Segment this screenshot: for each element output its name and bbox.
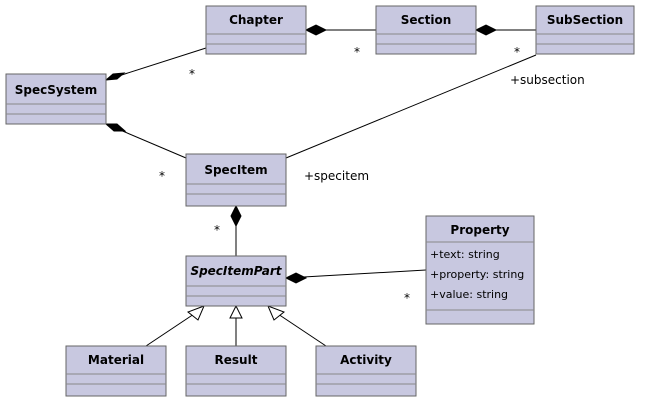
class-name: Result xyxy=(215,353,258,367)
triangle-result-gen xyxy=(229,304,243,319)
property-attribute-property: +property: string xyxy=(430,268,524,281)
diamond-specitem-specitempart xyxy=(230,204,242,228)
class-box xyxy=(65,345,167,397)
class-name: SpecItem xyxy=(204,163,267,177)
role-specitem: +specitem xyxy=(304,169,369,183)
relation-labels: * * * * +subsection +specitem * * xyxy=(159,45,585,305)
class-box xyxy=(425,215,535,325)
class-name: SpecItemPart xyxy=(190,264,282,278)
class-result[interactable]: Result xyxy=(185,345,287,397)
diamond-specsystem-specitem xyxy=(104,123,127,132)
class-section[interactable]: Section xyxy=(375,5,477,55)
class-activity[interactable]: Activity xyxy=(315,345,417,397)
triangle-material-gen xyxy=(187,305,205,321)
composition-diamonds xyxy=(104,24,498,284)
class-box xyxy=(185,153,287,207)
diamond-specitempart-property xyxy=(284,272,308,284)
class-specitem[interactable]: SpecItem xyxy=(185,153,287,207)
mult-specsystem-chapter: * xyxy=(189,67,195,81)
diamond-chapter-section xyxy=(304,24,328,36)
class-box xyxy=(185,255,287,307)
edge-specitem-subsection xyxy=(285,54,537,159)
diamond-section-subsection xyxy=(474,24,498,36)
class-box xyxy=(185,345,287,397)
generalization-arrows xyxy=(187,304,285,321)
class-material[interactable]: Material xyxy=(65,345,167,397)
class-chapter[interactable]: Chapter xyxy=(205,5,307,55)
class-name: Section xyxy=(401,13,452,27)
class-specsystem[interactable]: SpecSystem xyxy=(5,73,107,125)
edge-specitempart-property xyxy=(285,269,427,279)
class-name: SubSection xyxy=(547,13,623,27)
mult-specitempart-property: * xyxy=(404,291,410,305)
class-subsection[interactable]: SubSection xyxy=(535,5,635,55)
class-box xyxy=(315,345,417,397)
property-attribute-text: +text: string xyxy=(430,248,500,261)
mult-chapter-section: * xyxy=(354,45,360,59)
class-specitempart[interactable]: SpecItemPart xyxy=(185,255,287,307)
class-name: Activity xyxy=(340,353,392,367)
mult-specsystem-specitem: * xyxy=(159,169,165,183)
mult-section-subsection: * xyxy=(514,45,520,59)
property-attribute-value: +value: string xyxy=(430,288,508,301)
diamond-specsystem-chapter xyxy=(104,72,126,81)
role-subsection: +subsection xyxy=(510,73,585,87)
class-property[interactable]: Property +text: string +property: string… xyxy=(425,215,535,325)
class-box xyxy=(5,73,107,125)
class-box xyxy=(375,5,477,55)
edge-material-gen xyxy=(145,313,195,347)
edge-activity-gen xyxy=(277,313,327,347)
class-name: Property xyxy=(450,223,509,237)
class-box xyxy=(205,5,307,55)
triangle-activity-gen xyxy=(267,305,285,321)
class-box xyxy=(535,5,635,55)
class-name: Material xyxy=(88,353,144,367)
class-name: SpecSystem xyxy=(15,83,97,97)
mult-specitem-specitempart: * xyxy=(214,223,220,237)
class-name: Chapter xyxy=(229,13,283,27)
